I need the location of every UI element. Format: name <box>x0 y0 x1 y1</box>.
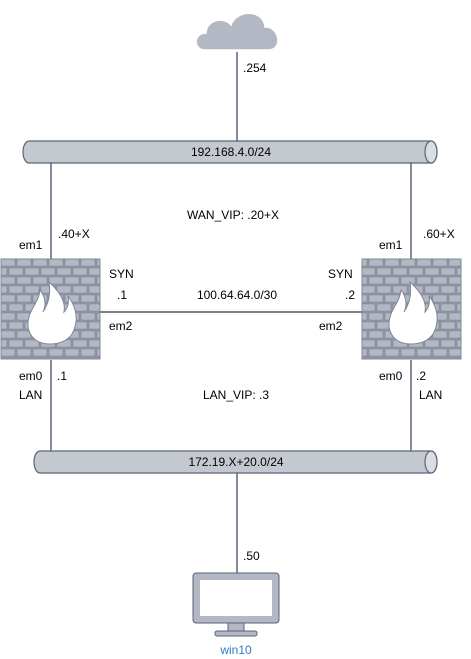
left-em1-label: em1 <box>19 238 43 252</box>
wan-bus <box>22 140 438 164</box>
left-em2-label: em2 <box>109 319 133 333</box>
right-em0-label: em0 <box>379 369 403 383</box>
right-lan-ip-label: .2 <box>416 369 426 383</box>
sync-subnet-label: 100.64.64.0/30 <box>197 288 277 302</box>
firewall-right-icon <box>361 258 462 360</box>
right-em1-label: em1 <box>379 238 403 252</box>
right-em1-ip-label: .60+X <box>423 227 455 241</box>
lan-subnet-label: 172.19.X+20.0/24 <box>188 455 283 469</box>
wan-uplink-ip-label: .254 <box>243 61 267 75</box>
left-syn-label: SYN <box>109 267 134 281</box>
left-sync-ip-label: .1 <box>117 288 127 302</box>
firewall-left-icon <box>0 258 101 360</box>
right-em2-label: em2 <box>319 319 343 333</box>
left-em1-ip-label: .40+X <box>58 227 90 241</box>
wan-subnet-label: 192.168.4.0/24 <box>191 145 271 159</box>
wan-vip-label: WAN_VIP: .20+X <box>187 208 279 222</box>
left-em0-label: em0 <box>19 369 43 383</box>
lan-bus <box>33 450 438 474</box>
right-lan-tag-label: LAN <box>419 388 442 402</box>
client-name-label: win10 <box>219 643 252 657</box>
right-sync-ip-label: .2 <box>345 288 355 302</box>
lan-vip-label: LAN_VIP: .3 <box>203 388 269 402</box>
monitor-icon <box>192 572 280 637</box>
left-lan-tag-label: LAN <box>19 388 42 402</box>
right-syn-label: SYN <box>328 267 353 281</box>
left-lan-ip-label: .1 <box>57 369 67 383</box>
client-ip-label: .50 <box>243 549 260 563</box>
internet-cloud-icon <box>195 12 279 51</box>
